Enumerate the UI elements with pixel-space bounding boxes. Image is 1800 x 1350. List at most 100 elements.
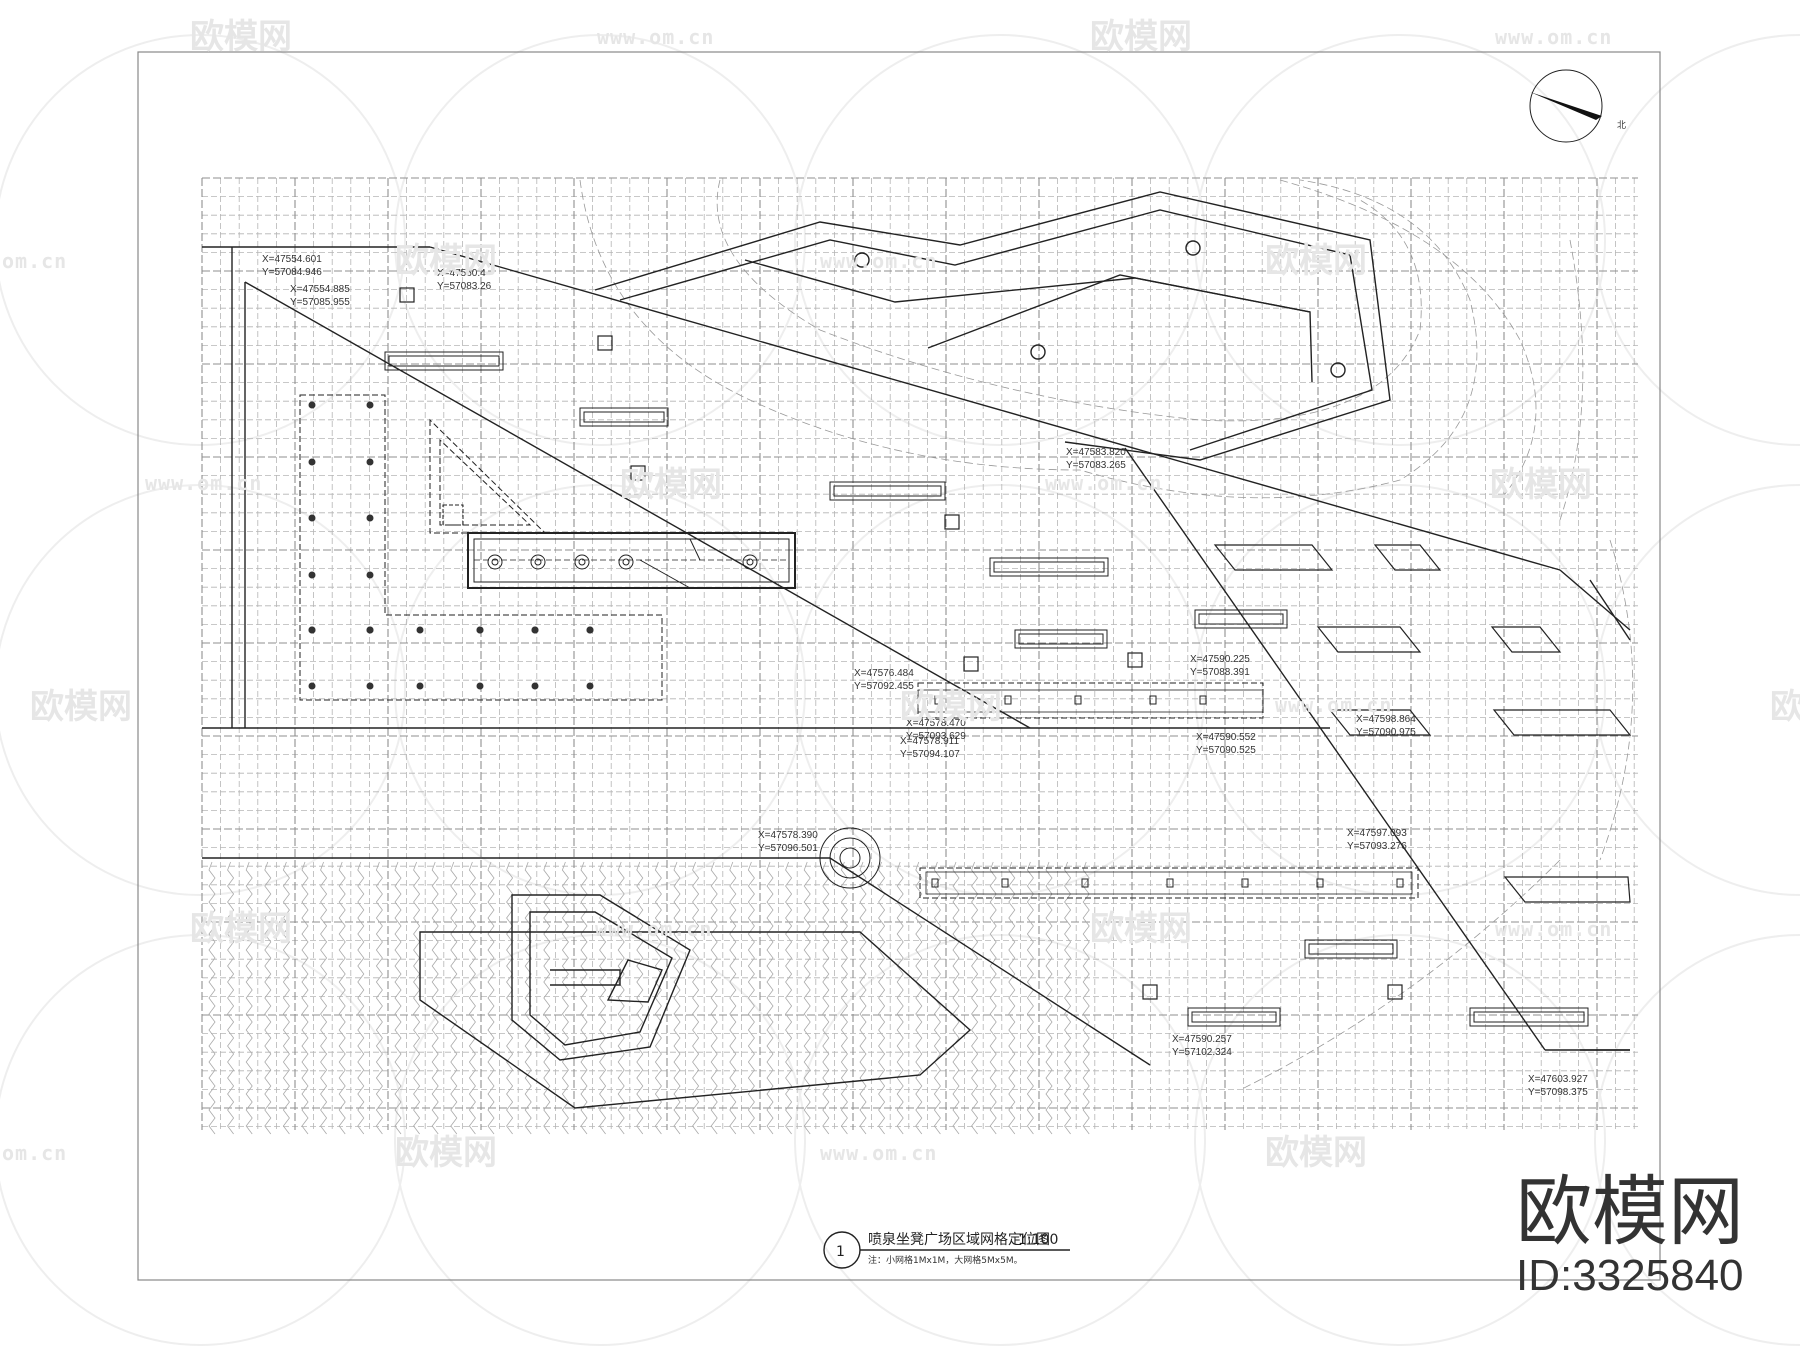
coordinate-x: X=47598.864 <box>1356 714 1416 725</box>
coordinate-y: Y=57093.629 <box>906 731 966 742</box>
watermark-circle <box>394 34 806 446</box>
coordinate-y: Y=57090.975 <box>1356 727 1416 738</box>
bench <box>1304 939 1398 959</box>
parallelogram-pavers <box>1213 544 1632 903</box>
strip-fixture <box>1166 878 1174 888</box>
tree-point <box>308 401 316 409</box>
strip-fixture <box>1149 695 1157 705</box>
hatch-line <box>561 861 569 1135</box>
watermark-brand: 欧模网 <box>1265 1133 1367 1173</box>
watermark-url: www.om.cn <box>1045 471 1162 495</box>
watermark-url: www.om.cn <box>1495 917 1612 941</box>
fountain-jets <box>854 240 1346 378</box>
bench <box>384 351 504 371</box>
hatch-line <box>580 861 588 1135</box>
watermark-brand: 欧模网 <box>1090 909 1192 949</box>
watermark-circle <box>394 484 806 896</box>
coordinate-x: X=47578.911 <box>900 736 959 747</box>
coordinate-y: Y=57090.525 <box>1196 745 1256 756</box>
watermark-url: www.om.cn <box>1275 693 1392 717</box>
watermark-brand: 欧模网 <box>395 241 497 281</box>
bench <box>1194 609 1288 629</box>
drawing-note: 注：小网格1Mx1M，大网格5Mx5M。 <box>868 1254 1023 1266</box>
hatch-line <box>431 861 439 1135</box>
tree-point <box>366 626 374 634</box>
watermark-url-partial: om.cn <box>2 249 67 273</box>
hatch-line <box>543 861 551 1135</box>
hatch-line <box>822 861 830 1135</box>
coordinate-y: Y=57092.455 <box>854 681 914 692</box>
strip-fixture <box>1004 695 1012 705</box>
coordinate-x: X=47554.885 <box>290 284 350 295</box>
benches <box>384 351 1589 1027</box>
watermark-brand: 欧模网 <box>900 687 1002 727</box>
strip-fixture <box>1241 878 1249 888</box>
hatch-line <box>747 861 755 1135</box>
hatch-line <box>878 861 886 1135</box>
watermark-brand: 欧模网 <box>30 687 132 727</box>
coordinate-y: Y=57088.391 <box>1190 667 1250 678</box>
hatch-line <box>989 861 997 1135</box>
grid-large <box>201 177 1638 1130</box>
coordinate-y: Y=57093.276 <box>1347 841 1407 852</box>
tree-point <box>308 571 316 579</box>
hatch-line <box>729 861 737 1135</box>
coordinate-x: X=47590.225 <box>1190 654 1250 665</box>
watermark-url-partial: om.cn <box>2 1141 67 1165</box>
tree-point <box>308 514 316 522</box>
drawing-number: 1 <box>836 1244 845 1260</box>
watermark-url: www.om.cn <box>820 249 937 273</box>
terrain-contours <box>579 179 1634 1091</box>
hatch-line <box>840 861 848 1135</box>
tree-points <box>308 401 1404 888</box>
watermark-circle <box>794 934 1206 1346</box>
watermark-circle <box>794 34 1206 446</box>
watermark-circle <box>0 484 406 896</box>
strip-fixture <box>931 878 939 888</box>
strip-fixture <box>1001 878 1009 888</box>
tree-point <box>416 682 424 690</box>
hatch-line <box>338 861 346 1135</box>
coordinate-y: Y=57083.265 <box>1066 460 1126 471</box>
small-planters <box>399 287 1403 1000</box>
watermark-brand: 欧模网 <box>1090 17 1192 57</box>
coordinate-x: X=47590.257 <box>1172 1034 1232 1045</box>
hatch-line <box>673 861 681 1135</box>
watermark-url: www.om.cn <box>1495 25 1612 49</box>
coordinate-x: X=47590.552 <box>1196 732 1256 743</box>
watermark-circle <box>1194 34 1606 446</box>
coordinate-x: X=47603.927 <box>1528 1074 1588 1085</box>
bench <box>989 557 1109 577</box>
watermark-circle <box>1594 34 1800 446</box>
coordinate-y: Y=57085.955 <box>290 297 350 308</box>
tree-point <box>308 458 316 466</box>
coordinate-y: Y=57094.107 <box>900 749 960 760</box>
tree-point <box>366 401 374 409</box>
hatch-line <box>1026 861 1034 1135</box>
site-layout <box>202 191 1631 1109</box>
strip-fixture <box>1316 878 1324 888</box>
tree-point <box>416 626 424 634</box>
hatch-line <box>413 861 421 1135</box>
bench <box>829 481 946 501</box>
coordinate-x: X=47576.484 <box>854 668 914 679</box>
hatch-line <box>599 861 607 1135</box>
tree-point <box>308 682 316 690</box>
strip-fixture <box>1081 878 1089 888</box>
watermark-brand: 欧模网 <box>1490 465 1592 505</box>
watermark-url: www.om.cn <box>820 1141 937 1165</box>
hatch-line <box>933 861 941 1135</box>
hatch-line <box>803 861 811 1135</box>
seat-bar-fixtures <box>487 554 758 570</box>
drawing-scale: 1:100 <box>1018 1232 1058 1248</box>
watermark-url: www.om.cn <box>597 25 714 49</box>
hatch-line <box>487 861 495 1135</box>
watermark-url: www.om.cn <box>145 471 262 495</box>
paving-hatch <box>208 861 1090 1135</box>
